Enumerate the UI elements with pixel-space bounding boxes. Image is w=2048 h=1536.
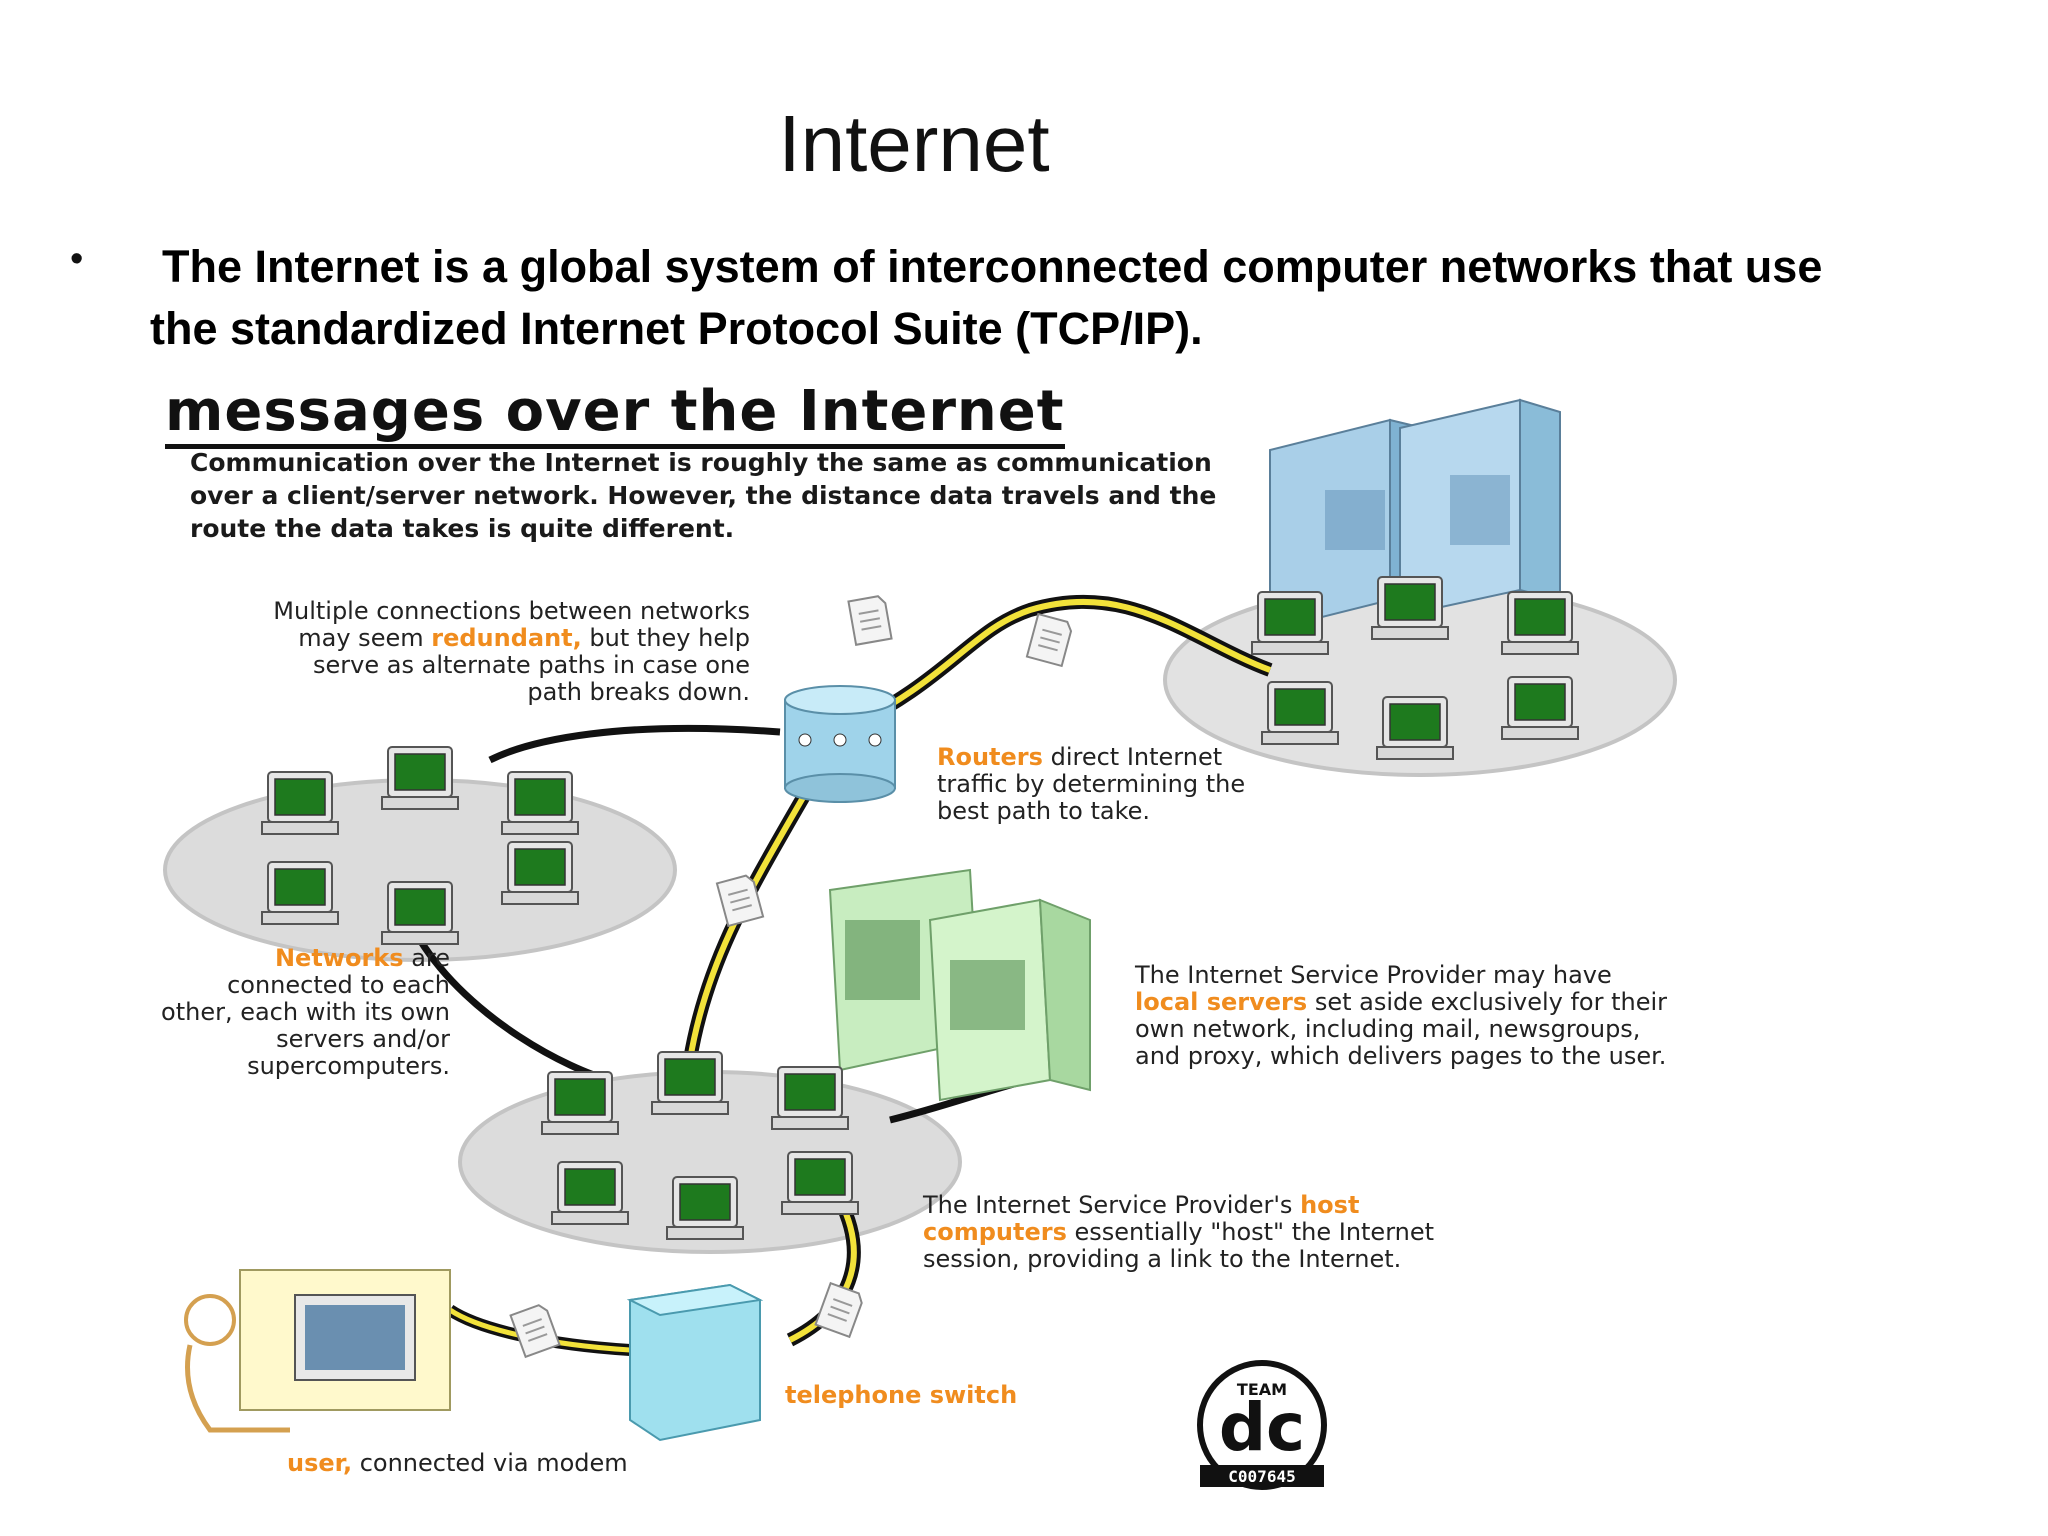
bullet-line-2: the standardized Internet Protocol Suite… xyxy=(150,303,1203,354)
telephone-switch-box xyxy=(626,1283,764,1442)
note-redundant-pre: Multiple connections between networks ma… xyxy=(273,597,750,652)
logo-text-bottom: C007645 xyxy=(1228,1467,1295,1486)
note-host-computers-pre: The Internet Service Provider's xyxy=(923,1191,1293,1219)
note-networks-highlight: Networks xyxy=(274,944,404,972)
bullet-text: The Internet is a global system of inter… xyxy=(150,236,1930,360)
label-user-highlight: user, xyxy=(287,1449,353,1477)
message-doc-5 xyxy=(509,1302,561,1358)
note-local-servers: The Internet Service Provider may have l… xyxy=(1135,962,1675,1070)
diagram-title: messages over the Internet xyxy=(165,380,1065,449)
message-doc-2 xyxy=(1025,613,1075,667)
note-host-computers: The Internet Service Provider's host com… xyxy=(923,1192,1503,1273)
internet-diagram: TEAM dc C007645 messages over the Intern… xyxy=(150,380,1750,1510)
note-networks-post: are connected to each other, each with i… xyxy=(161,944,450,1080)
note-local-servers-highlight: local servers xyxy=(1135,988,1308,1016)
user-figure xyxy=(184,1269,451,1433)
bullet-marker: • xyxy=(70,238,84,280)
bullet-line-1: The Internet is a global system of inter… xyxy=(162,241,1823,292)
note-redundant-post: but they help serve as alternate paths i… xyxy=(313,624,750,706)
label-user-post: connected via modem xyxy=(359,1449,628,1477)
note-routers-highlight: Routers xyxy=(937,743,1043,771)
note-networks: Networks are connected to each other, ea… xyxy=(150,945,450,1080)
green-servers xyxy=(828,868,1091,1102)
note-local-servers-post: set aside exclusively for their own netw… xyxy=(1135,988,1668,1070)
label-user: user, connected via modem xyxy=(287,1450,787,1477)
note-routers-post: direct Internet traffic by determining t… xyxy=(937,743,1246,825)
logo-text-top: TEAM xyxy=(1237,1380,1287,1399)
note-redundant-highlight: redundant, xyxy=(431,624,582,652)
note-routers: Routers direct Internet traffic by deter… xyxy=(937,744,1277,825)
note-host-computers-highlight: host computers xyxy=(923,1191,1360,1246)
team-dc-logo: TEAM dc C007645 xyxy=(1197,1360,1327,1490)
blue-servers xyxy=(1269,398,1561,632)
diagram-intro: Communication over the Internet is rough… xyxy=(190,448,1217,543)
diagram-illustration: TEAM dc C007645 xyxy=(163,398,1677,1490)
logo-text-mid: dc xyxy=(1219,1389,1305,1466)
router xyxy=(784,685,896,803)
slide-title: Internet xyxy=(778,99,1050,188)
message-doc-1 xyxy=(847,594,893,646)
label-telephone-switch: telephone switch xyxy=(785,1381,1018,1409)
message-doc-4 xyxy=(814,1282,866,1338)
note-local-servers-pre: The Internet Service Provider may have xyxy=(1135,961,1612,989)
note-redundant: Multiple connections between networks ma… xyxy=(270,598,750,706)
note-host-computers-post: essentially "host" the Internet session,… xyxy=(923,1218,1435,1273)
